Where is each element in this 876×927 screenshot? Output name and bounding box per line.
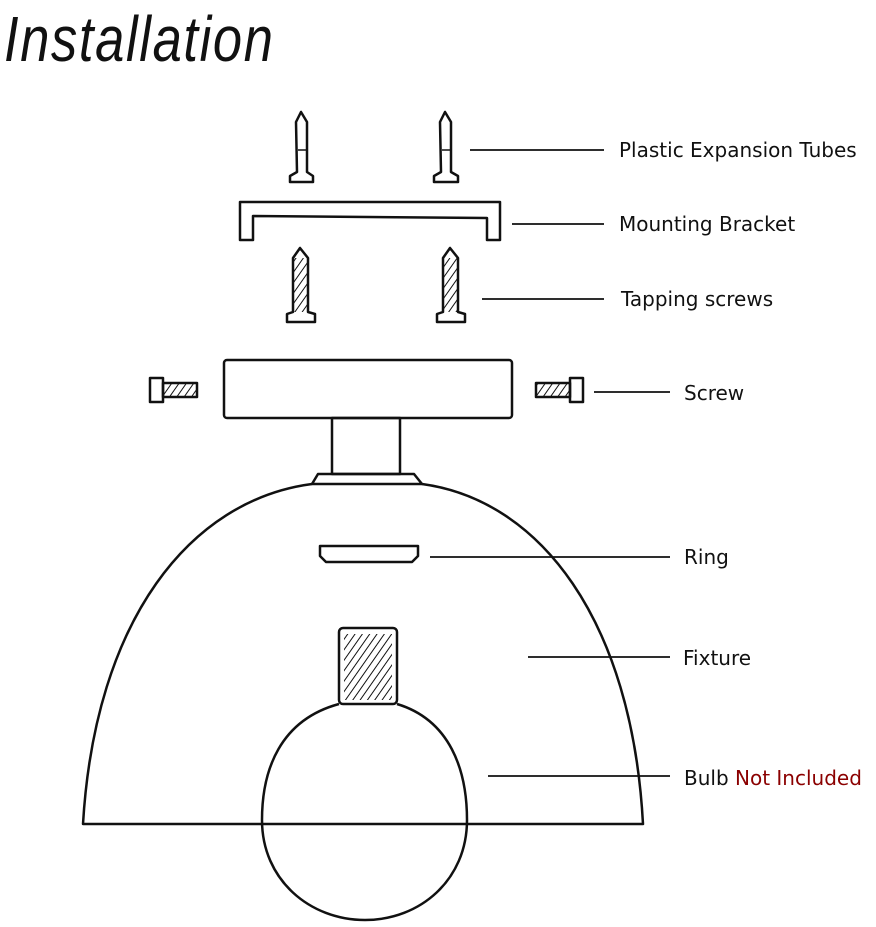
side-screw-left — [148, 376, 199, 404]
tapping-screw-right — [435, 246, 467, 324]
label-bulb-note: Not Included — [735, 766, 862, 790]
collar — [310, 472, 424, 486]
label-tapping-screws: Tapping screws — [621, 287, 774, 311]
expansion-tube-right — [432, 110, 460, 184]
expansion-tube-left — [288, 110, 315, 184]
label-screw: Screw — [684, 381, 745, 405]
label-mounting-bracket: Mounting Bracket — [619, 212, 796, 236]
label-ring: Ring — [684, 545, 729, 569]
page-title: Installation — [4, 3, 275, 75]
ring — [318, 544, 420, 564]
side-screw-right — [534, 376, 585, 404]
bulb — [260, 626, 469, 922]
label-fixture: Fixture — [683, 646, 752, 670]
stem — [330, 416, 402, 476]
mounting-bracket — [238, 200, 502, 242]
label-expansion-tubes: Plastic Expansion Tubes — [619, 138, 857, 162]
canopy-base — [222, 358, 514, 420]
tapping-screw-left — [285, 246, 317, 324]
label-bulb-row: Bulb Not Included — [684, 766, 862, 790]
label-bulb: Bulb — [684, 766, 729, 790]
fixture-shade — [81, 482, 645, 826]
